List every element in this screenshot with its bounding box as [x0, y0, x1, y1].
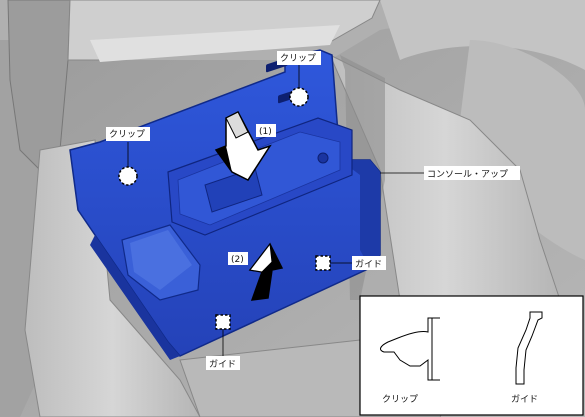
label-box-console-up: [424, 166, 520, 180]
clip-marker-top: [289, 87, 309, 107]
guide-marker-right: [315, 255, 331, 271]
clip-marker-left: [118, 166, 138, 186]
label-step1: (1): [259, 127, 272, 137]
arrow-step2-face: [249, 242, 273, 273]
label-box-step2: [228, 252, 248, 265]
label-box-clip-left: [106, 127, 150, 141]
label-box-guide-bottom: [206, 356, 240, 370]
power-outlet-lid-face: [130, 230, 192, 290]
guide-profile-icon: [515, 311, 543, 385]
label-box-clip-top: [277, 51, 321, 65]
aux-port: [317, 152, 329, 164]
label-guide-bottom: ガイド: [209, 359, 236, 370]
right-seat-top: [380, 0, 585, 70]
clip-profile-icon: [380, 317, 433, 381]
arrow-step1-face: [225, 111, 249, 139]
label-box-guide-right: [352, 256, 386, 270]
guide-marker-bottom: [215, 314, 231, 330]
inset-guide-label: ガイド: [511, 394, 538, 405]
inset-clip-label: クリップ: [382, 394, 418, 405]
arrow-step1-shadow: [216, 146, 232, 172]
panel-left-edge: [90, 235, 180, 360]
label-box-step1: [256, 124, 276, 137]
inset-panel: クリップ ガイド: [359, 295, 584, 416]
label-step2: (2): [231, 255, 244, 265]
right-seat: [460, 40, 585, 260]
label-guide-right: ガイド: [355, 259, 382, 270]
lid-highlight: [90, 25, 340, 62]
panel-right-face: [340, 160, 380, 268]
label-clip-top: クリップ: [280, 53, 316, 64]
label-clip-left: クリップ: [109, 129, 145, 140]
label-console-up: コンソール・アップ: [427, 169, 508, 180]
